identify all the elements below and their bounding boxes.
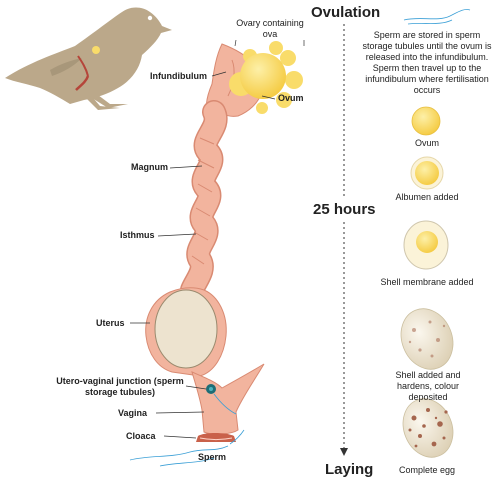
sperm-storage-note: Sperm are stored in sperm storage tubule… bbox=[362, 30, 492, 95]
25-hours-label: 25 hours bbox=[313, 201, 376, 218]
egg-stages bbox=[400, 106, 454, 458]
ovary-cluster bbox=[229, 41, 303, 114]
stage-ovum-caption: Ovum bbox=[414, 138, 439, 148]
stage-membrane-image bbox=[403, 220, 449, 270]
stage-shell-image bbox=[400, 308, 454, 370]
infundibulum-label: Infundibulum bbox=[150, 71, 207, 81]
ovulation-label: Ovulation bbox=[311, 4, 381, 21]
oviduct-shape bbox=[145, 43, 265, 442]
cloaca-label: Cloaca bbox=[126, 431, 156, 441]
laying-label: Laying bbox=[325, 461, 374, 478]
timeline bbox=[340, 24, 348, 456]
stage-membrane-caption: Shell membrane added bbox=[380, 277, 474, 287]
sperm-label: Sperm bbox=[198, 452, 227, 462]
stage-complete-caption: Complete egg bbox=[398, 465, 456, 475]
sperm-squiggles bbox=[129, 9, 471, 467]
isthmus-label: Isthmus bbox=[120, 230, 155, 240]
ovary-label: Ovary containing ova bbox=[236, 18, 304, 39]
vagina-label: Vagina bbox=[118, 408, 148, 418]
stage-ovum-image bbox=[411, 106, 441, 136]
stage-shell-caption: Shell added and hardens, colour deposite… bbox=[395, 370, 461, 402]
ovum-label: Ovum bbox=[278, 93, 304, 103]
stage-albumen-caption: Albumen added bbox=[395, 192, 459, 202]
stage-complete-image bbox=[402, 398, 454, 458]
bird-silhouette bbox=[5, 7, 172, 110]
stage-albumen-image bbox=[410, 156, 444, 190]
utero-vaginal-junction-label: Utero-vaginal junction (sperm storage tu… bbox=[56, 376, 184, 397]
magnum-label: Magnum bbox=[131, 162, 168, 172]
uterus-label: Uterus bbox=[96, 318, 125, 328]
leader-lines bbox=[130, 39, 305, 439]
